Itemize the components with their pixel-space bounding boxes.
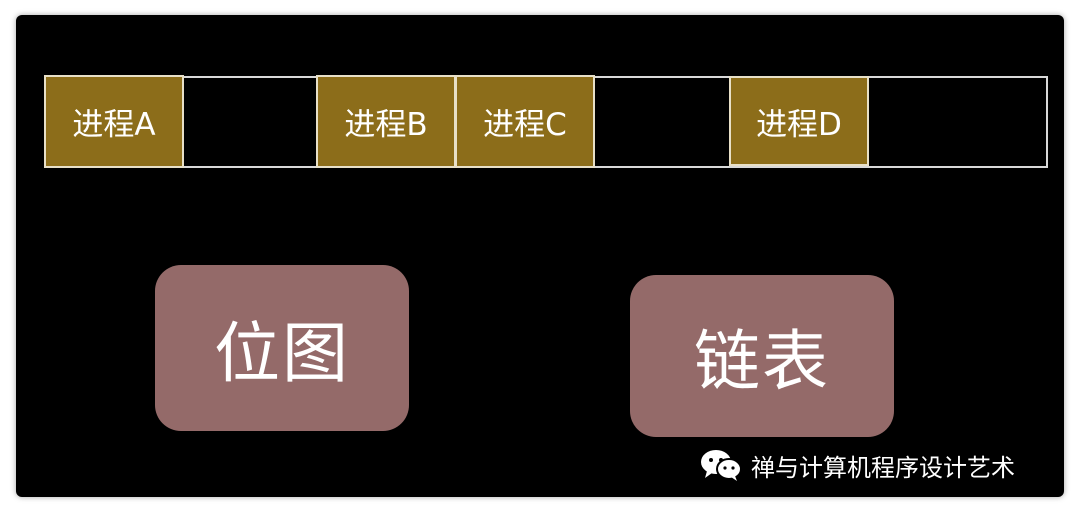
watermark-text: 禅与计算机程序设计艺术: [751, 453, 1015, 482]
bitmap-label: 位图: [214, 315, 350, 392]
process-c-label: 进程C: [483, 107, 567, 143]
diagram-frame: 进程A 进程B 进程C 进程D 位图 链表 禅与计算机程序设计艺术: [16, 15, 1064, 497]
process-b-block: 进程B: [316, 75, 456, 168]
process-a-label: 进程A: [72, 107, 156, 143]
linked-list-label: 链表: [694, 323, 830, 400]
wechat-icon: [701, 450, 742, 481]
linked-list-box: 链表: [630, 275, 894, 437]
bitmap-box: 位图: [155, 265, 409, 431]
process-a-block: 进程A: [44, 75, 184, 168]
process-d-block: 进程D: [729, 76, 869, 166]
watermark: 禅与计算机程序设计艺术: [699, 447, 1015, 483]
process-d-label: 进程D: [756, 106, 842, 143]
process-b-label: 进程B: [344, 107, 428, 143]
process-c-block: 进程C: [455, 75, 595, 168]
